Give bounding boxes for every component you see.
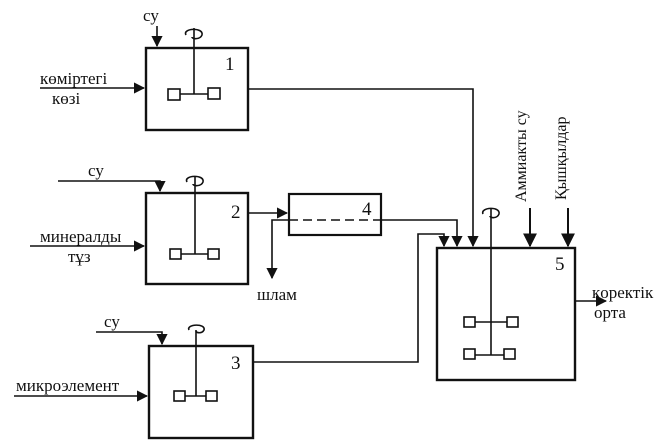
vessel-1-stirrer [167, 28, 221, 101]
microelement-label: микроэлемент [16, 376, 120, 395]
vessel-3 [147, 344, 255, 440]
filter-to-vessel-5 [381, 219, 463, 248]
vessel-4-number: 4 [362, 199, 372, 220]
vessel-4-filter [287, 192, 383, 237]
water-label-top: су [143, 6, 159, 25]
sludge-outlet [266, 219, 288, 280]
vessel-3-stirrer [173, 330, 218, 402]
water-inlet-3 [96, 331, 168, 346]
rotation-icon [184, 28, 203, 40]
vessel-3-number: 3 [231, 353, 241, 374]
rotation-icon [482, 207, 500, 219]
carbon-source-label-2: көзі [52, 89, 80, 108]
nutrient-medium-label: қоректік [592, 283, 654, 302]
ammonia-water-label: Аммиакты су [513, 110, 530, 202]
water-label-mid: су [88, 161, 104, 180]
rotation-icon [188, 324, 205, 334]
mineral-salt-label-2: тұз [68, 247, 91, 266]
vessel-5-stirrer [463, 208, 519, 360]
water-inlet-2 [58, 180, 166, 193]
water-label-bottom: су [104, 312, 120, 331]
vessel-5-number: 5 [555, 254, 565, 275]
vessel-1-to-vessel-5 [248, 88, 479, 248]
nutrient-medium-label-2: орта [594, 303, 626, 322]
vessel-2-stirrer [169, 176, 220, 260]
vessel-2 [144, 191, 250, 286]
vessel-5 [435, 246, 577, 382]
vessel-1-number: 1 [225, 54, 235, 75]
carbon-source-label: көміртегі [40, 69, 107, 88]
rotation-icon [185, 175, 204, 187]
vessel-2-number: 2 [231, 202, 241, 223]
vessel-3-to-vessel-5 [253, 233, 450, 363]
acids-label: Қышқылдар [553, 117, 570, 201]
mineral-salt-label: минералды [40, 227, 122, 246]
sludge-label: шлам [257, 285, 297, 304]
